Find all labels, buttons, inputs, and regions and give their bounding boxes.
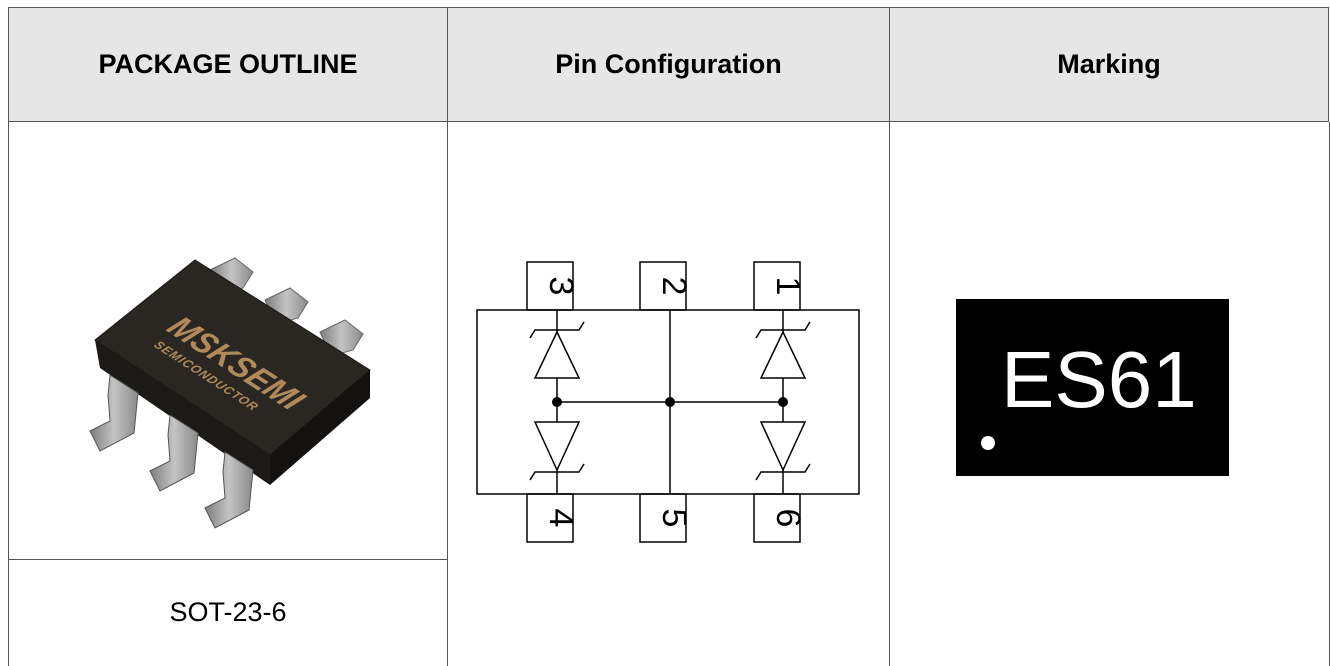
junction-dots (552, 397, 788, 407)
chip-body-side (95, 340, 270, 485)
table-border-left (8, 122, 9, 666)
pin-label-5: 5 (655, 509, 693, 528)
package-name: SOT-23-6 (169, 597, 287, 627)
header-marking: Marking (889, 7, 1329, 122)
pin-label-2: 2 (655, 277, 693, 296)
table-divider-2 (889, 122, 890, 666)
package-image: MSKSEMI SEMICONDUCTOR (89, 257, 371, 529)
table-divider-1 (447, 122, 448, 666)
package-divider (8, 559, 448, 560)
pin-box-5 (639, 493, 687, 543)
marking-code: ES61 (1001, 335, 1197, 424)
pin-configuration-diagram: 3 2 1 4 5 6 (476, 261, 860, 543)
pin1-indicator-dot (981, 436, 995, 450)
pin-box-3 (526, 261, 574, 311)
zener-bars (529, 321, 811, 481)
pin-box-2 (639, 261, 687, 311)
header-package-outline: PACKAGE OUTLINE (8, 7, 448, 122)
front-leads (89, 374, 254, 529)
diodes (533, 330, 807, 472)
header-pin-configuration: Pin Configuration (447, 7, 890, 122)
pin-box-1 (753, 261, 801, 311)
pin-box-6 (753, 493, 801, 543)
pin-box-4 (526, 493, 574, 543)
chip-body-end (270, 370, 370, 485)
pin-label-6: 6 (769, 509, 807, 528)
marking-chip (956, 299, 1229, 476)
pin-label-4: 4 (542, 509, 580, 528)
pin-label-3: 3 (542, 277, 580, 296)
pin-label-1: 1 (769, 277, 807, 296)
